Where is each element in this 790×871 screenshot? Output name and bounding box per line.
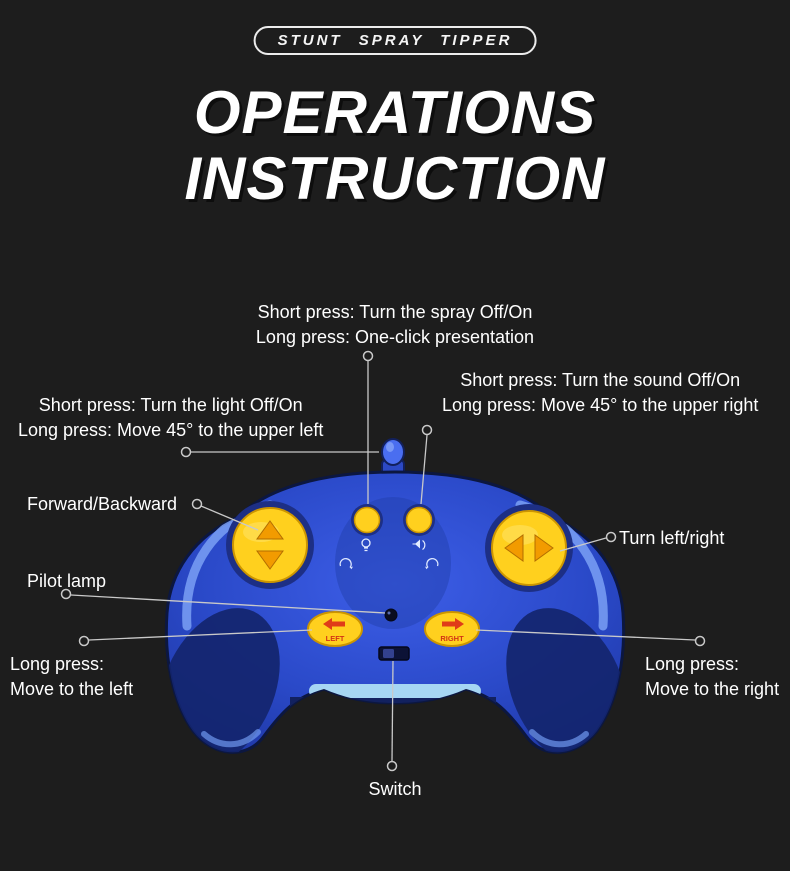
right-arrow-icon	[534, 534, 554, 562]
label-spray-line2: Long press: One-click presentation	[255, 327, 535, 347]
left-button-label: LEFT	[326, 634, 345, 643]
speaker-icon	[412, 539, 426, 550]
down-arrow-icon	[256, 550, 284, 570]
small-button-left	[351, 504, 383, 536]
callout-forward-backward	[191, 498, 259, 531]
product-badge: STUNT SPRAY TIPPER	[253, 26, 537, 55]
label-sound-line1: Short press: Turn the sound Off/On	[460, 370, 741, 390]
power-switch	[378, 646, 410, 661]
label-sound: Short press: Turn the sound Off/On Long …	[442, 368, 758, 418]
label-spray-line1: Short press: Turn the spray Off/On	[257, 302, 533, 322]
chin-strip	[309, 684, 481, 698]
callout-switch	[386, 660, 398, 772]
label-long-press-left-line1: Long press:	[10, 654, 105, 674]
page-title: OPERATIONS INSTRUCTION	[0, 80, 790, 212]
red-right-arrow-icon	[442, 618, 464, 630]
right-oval-button: RIGHT	[424, 611, 480, 647]
right-grip-shade	[506, 608, 624, 753]
pilot-lamp-dot	[384, 608, 398, 622]
label-long-press-left: Long press: Move to the left	[10, 652, 133, 702]
rotate-icon	[425, 558, 439, 570]
up-arrow-icon	[256, 520, 284, 540]
callout-spray	[362, 350, 374, 504]
callout-lines	[60, 350, 706, 772]
title-line-2: INSTRUCTION	[184, 145, 606, 212]
right-grip-highlight	[529, 729, 589, 748]
forward-backward-pad	[226, 501, 314, 589]
label-forward-backward: Forward/Backward	[27, 494, 178, 514]
label-long-press-right-line1: Long press:	[645, 654, 740, 674]
title-line-1: OPERATIONS	[193, 79, 597, 146]
label-pilot-lamp: Pilot lamp	[27, 571, 107, 591]
callout-sound	[420, 424, 433, 505]
left-oval-button: LEFT	[307, 611, 363, 647]
controller-body	[164, 470, 626, 754]
callout-long-press-left	[78, 629, 313, 647]
label-spray: Short press: Turn the spray Off/On Long …	[256, 300, 534, 350]
label-sound-line2: Long press: Move 45° to the upper right	[442, 395, 759, 415]
badge-label: STUNT SPRAY TIPPER	[277, 32, 513, 49]
small-button-right	[403, 504, 435, 536]
top-dome-button	[381, 438, 405, 477]
spray-icon	[339, 558, 353, 570]
label-long-press-right: Long press: Move to the right	[645, 652, 779, 702]
callout-long-press-right	[475, 629, 706, 647]
label-light: Short press: Turn the light Off/On Long …	[18, 393, 323, 443]
label-long-press-right-line2: Move to the right	[645, 679, 780, 699]
callout-light	[180, 446, 379, 458]
label-light-line1: Short press: Turn the light Off/On	[38, 395, 303, 415]
label-switch: Switch	[368, 779, 422, 799]
label-light-line2: Long press: Move 45° to the upper left	[18, 420, 324, 440]
callout-turn	[559, 531, 617, 552]
label-long-press-left-line2: Move to the left	[10, 679, 134, 699]
right-button-label: RIGHT	[440, 634, 464, 643]
red-left-arrow-icon	[323, 618, 345, 630]
bulb-icon	[361, 538, 371, 552]
left-grip-highlight	[201, 729, 261, 748]
callout-pilot-lamp	[60, 588, 386, 614]
turn-pad	[485, 504, 573, 592]
label-turn-left-right: Turn left/right	[619, 528, 725, 548]
left-arrow-icon	[504, 534, 524, 562]
